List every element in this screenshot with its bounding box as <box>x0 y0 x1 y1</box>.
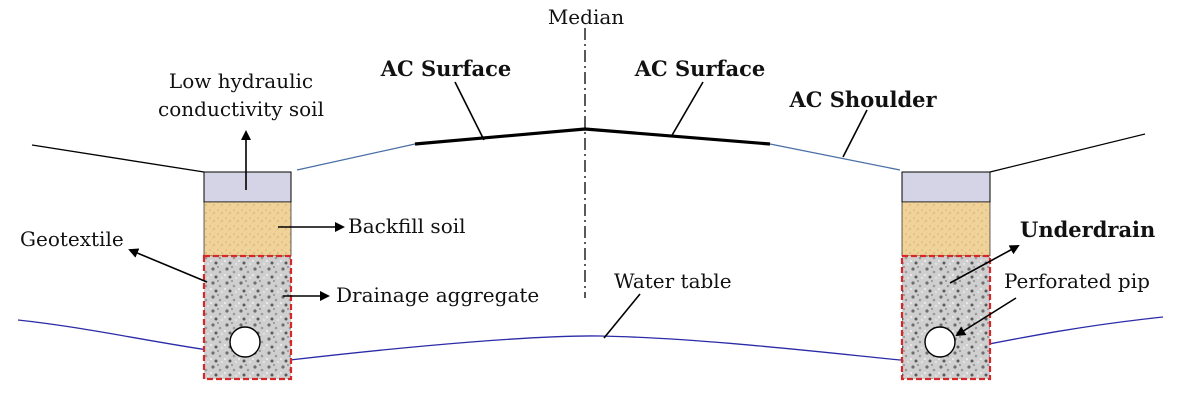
right-shoulder-line <box>769 143 901 171</box>
right-backfill <box>901 201 991 257</box>
geotextile-label: Geotextile <box>20 227 124 251</box>
water-table-leader <box>603 293 641 339</box>
ac-shoulder-label: AC Shoulder <box>788 87 937 112</box>
drainage-aggregate-label: Drainage aggregate <box>336 283 539 307</box>
left-trench <box>202 171 293 381</box>
right-aggregate <box>900 254 992 381</box>
left-cap-soil <box>203 171 292 203</box>
low-hydraulic-label-line1: Low hydraulic <box>169 69 313 93</box>
geotextile-arrow <box>128 248 208 283</box>
backfill-soil-label: Backfill soil <box>348 214 466 238</box>
water-table-line <box>17 316 1164 361</box>
perforated-pipe-arrow <box>955 297 1017 337</box>
right-pipe <box>924 326 956 358</box>
ac-surface-line <box>414 127 771 146</box>
water-table-label: Water table <box>614 269 732 293</box>
ac-surface-left-label: AC Surface <box>380 56 512 81</box>
left-pipe <box>229 326 261 358</box>
ac-surface-left-leader <box>454 81 485 141</box>
ac-shoulder-leader <box>842 109 868 158</box>
right-cap-soil <box>901 171 991 203</box>
left-aggregate <box>202 254 293 381</box>
ac-surface-right-label: AC Surface <box>634 56 766 81</box>
underdrain-arrow <box>949 245 1020 284</box>
right-trench <box>900 171 992 381</box>
perforated-pipe-label: Perforated pip <box>1004 269 1150 293</box>
underdrain-label: Underdrain <box>1020 217 1155 242</box>
right-slope-line <box>989 133 1146 173</box>
median-label: Median <box>548 5 624 29</box>
ac-surface-right-leader <box>670 81 704 138</box>
left-shoulder-line <box>296 143 416 171</box>
left-backfill <box>203 201 292 257</box>
left-slope-line <box>31 144 205 173</box>
low-hydraulic-label-line2: conductivity soil <box>158 97 324 121</box>
